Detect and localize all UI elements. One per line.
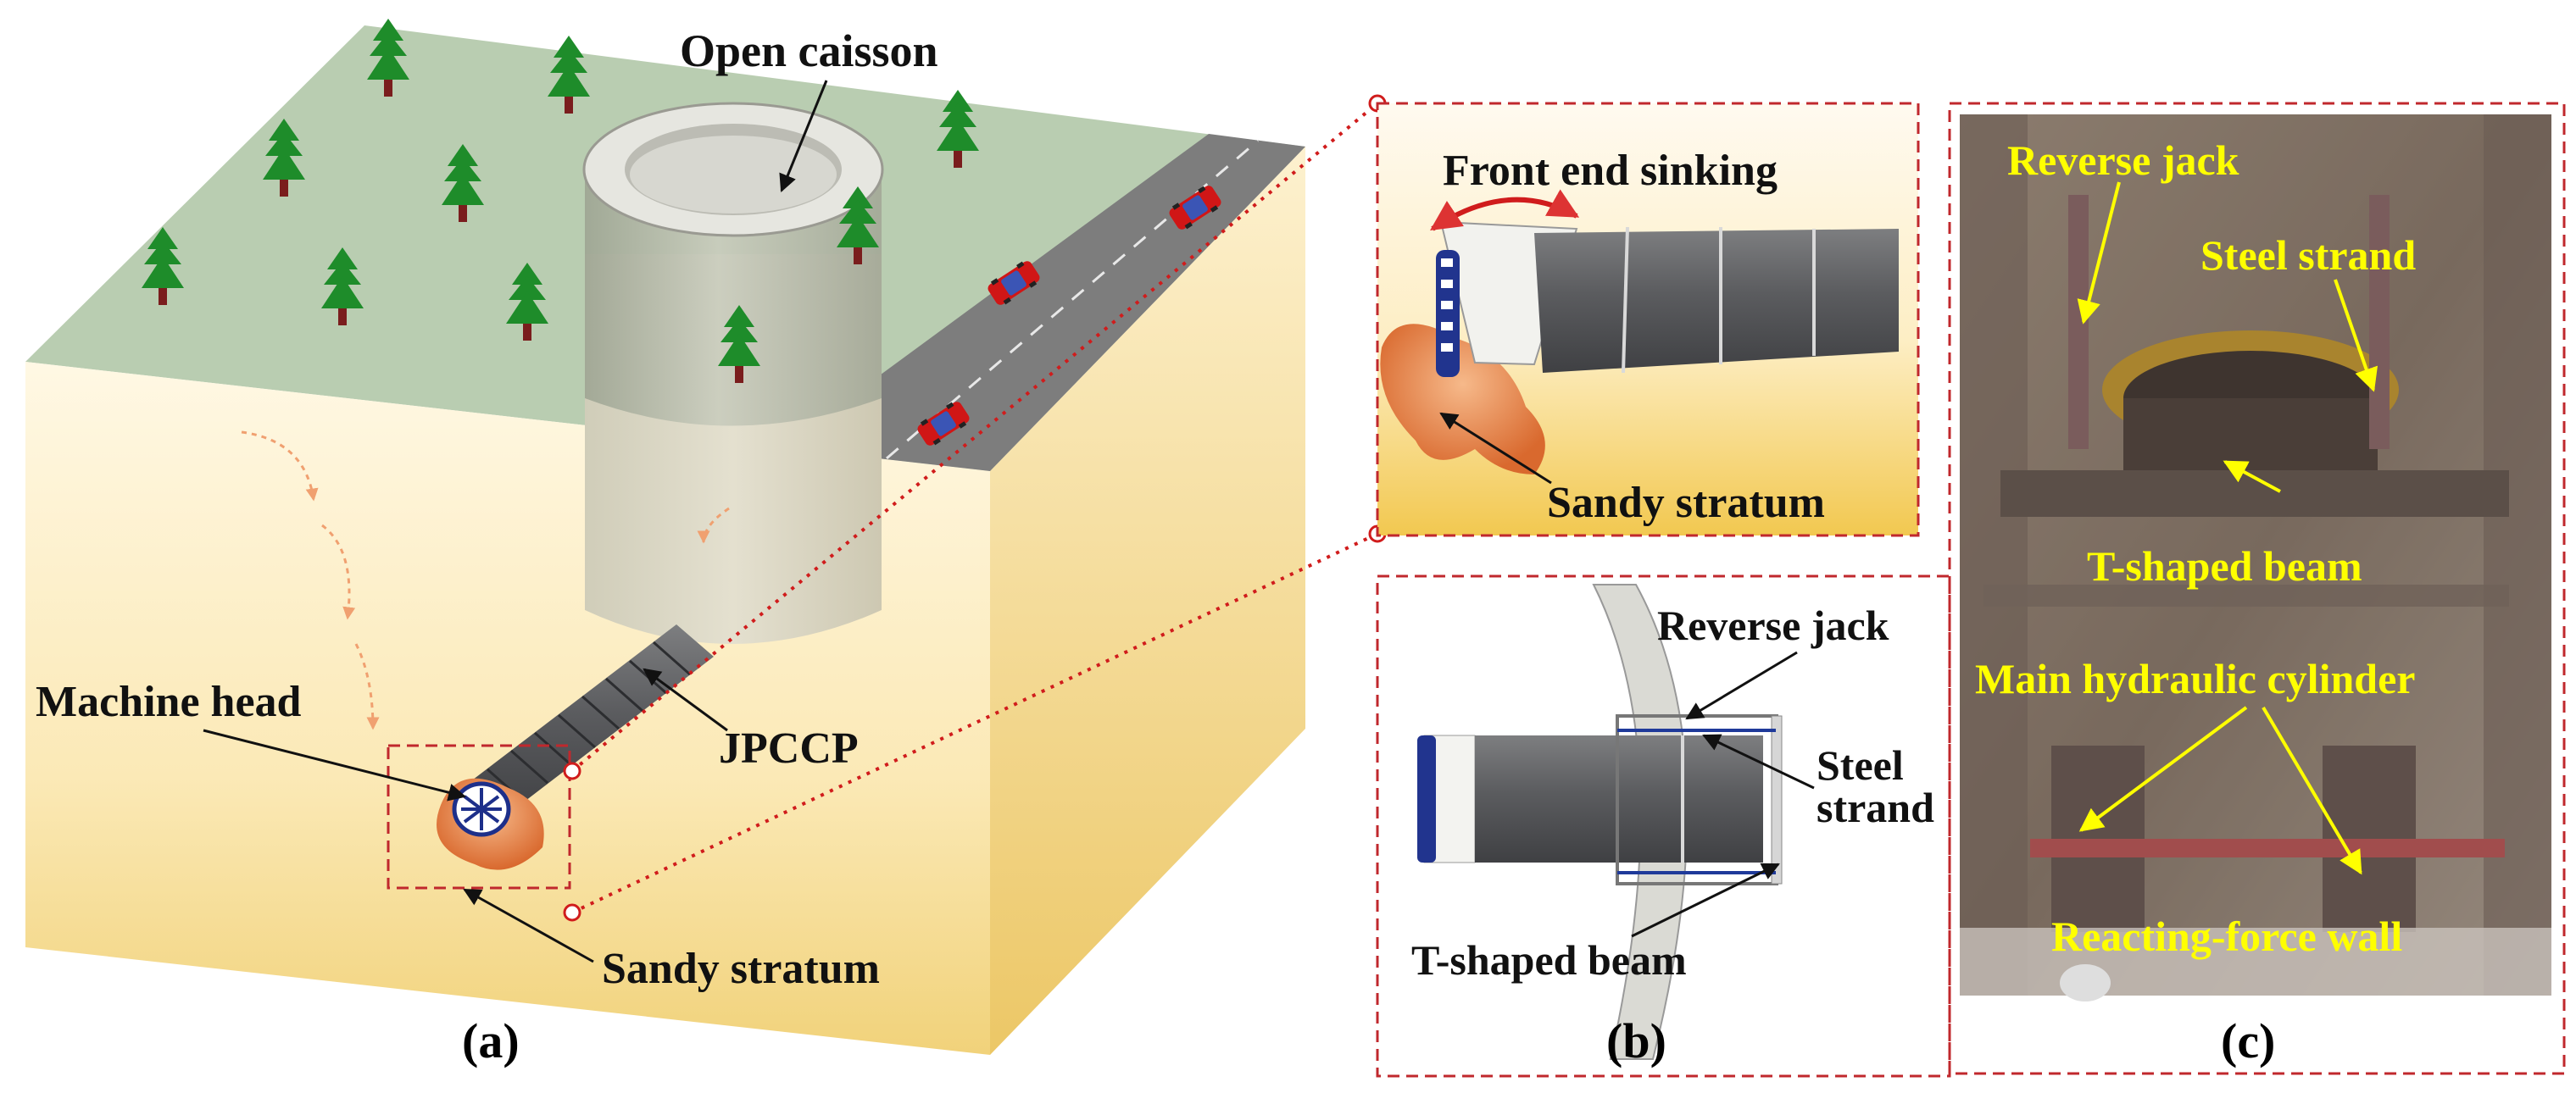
steel-strand-label-b1: Steel <box>1817 741 1904 789</box>
soil-side-face <box>990 147 1305 1055</box>
sandy-stratum-label-a: Sandy stratum <box>602 945 880 993</box>
bent-pipe <box>1436 220 1899 377</box>
front-end-sinking-label: Front end sinking <box>1443 147 1778 195</box>
steel-strand-label-c: Steel strand <box>2200 231 2416 279</box>
site-photo <box>1960 114 2551 1001</box>
seepage-arrows <box>241 430 730 730</box>
panel-b: Reverse jack Steel strand T-shaped beam … <box>1376 574 1951 1078</box>
caption-c: (c) <box>2221 1013 2275 1068</box>
machine-head-label: Machine head <box>36 678 302 726</box>
detail-box-a <box>387 744 571 890</box>
reverse-jack-label-b: Reverse jack <box>1657 602 1889 649</box>
caption-b: (b) <box>1606 1013 1666 1068</box>
reverse-jack-label-c: Reverse jack <box>2007 136 2239 184</box>
main-hydraulic-cylinder-label: Main hydraulic cylinder <box>1975 655 2415 702</box>
sandy-stratum-label-inset: Sandy stratum <box>1547 479 1825 527</box>
jpccp-label: JPCCP <box>719 724 859 773</box>
panel-c: Reverse jack Steel strand T-shaped beam … <box>1948 102 2566 1075</box>
front-end-sinking-inset: Front end sinking Sandy stratum <box>1376 102 1920 537</box>
caisson-body <box>585 169 882 426</box>
panel-a-block: Open caisson Machine head JPCCP Sandy st… <box>25 19 1305 1068</box>
open-caisson-label: Open caisson <box>680 25 938 76</box>
zoom-connectors <box>570 102 1379 914</box>
t-shaped-beam-label-b: T-shaped beam <box>1411 936 1687 984</box>
steel-strand-label-b2: strand <box>1817 784 1934 831</box>
t-shaped-beam-label-c: T-shaped beam <box>2087 542 2362 590</box>
reacting-force-wall-label: Reacting-force wall <box>2051 913 2402 960</box>
caption-a: (a) <box>462 1013 520 1068</box>
